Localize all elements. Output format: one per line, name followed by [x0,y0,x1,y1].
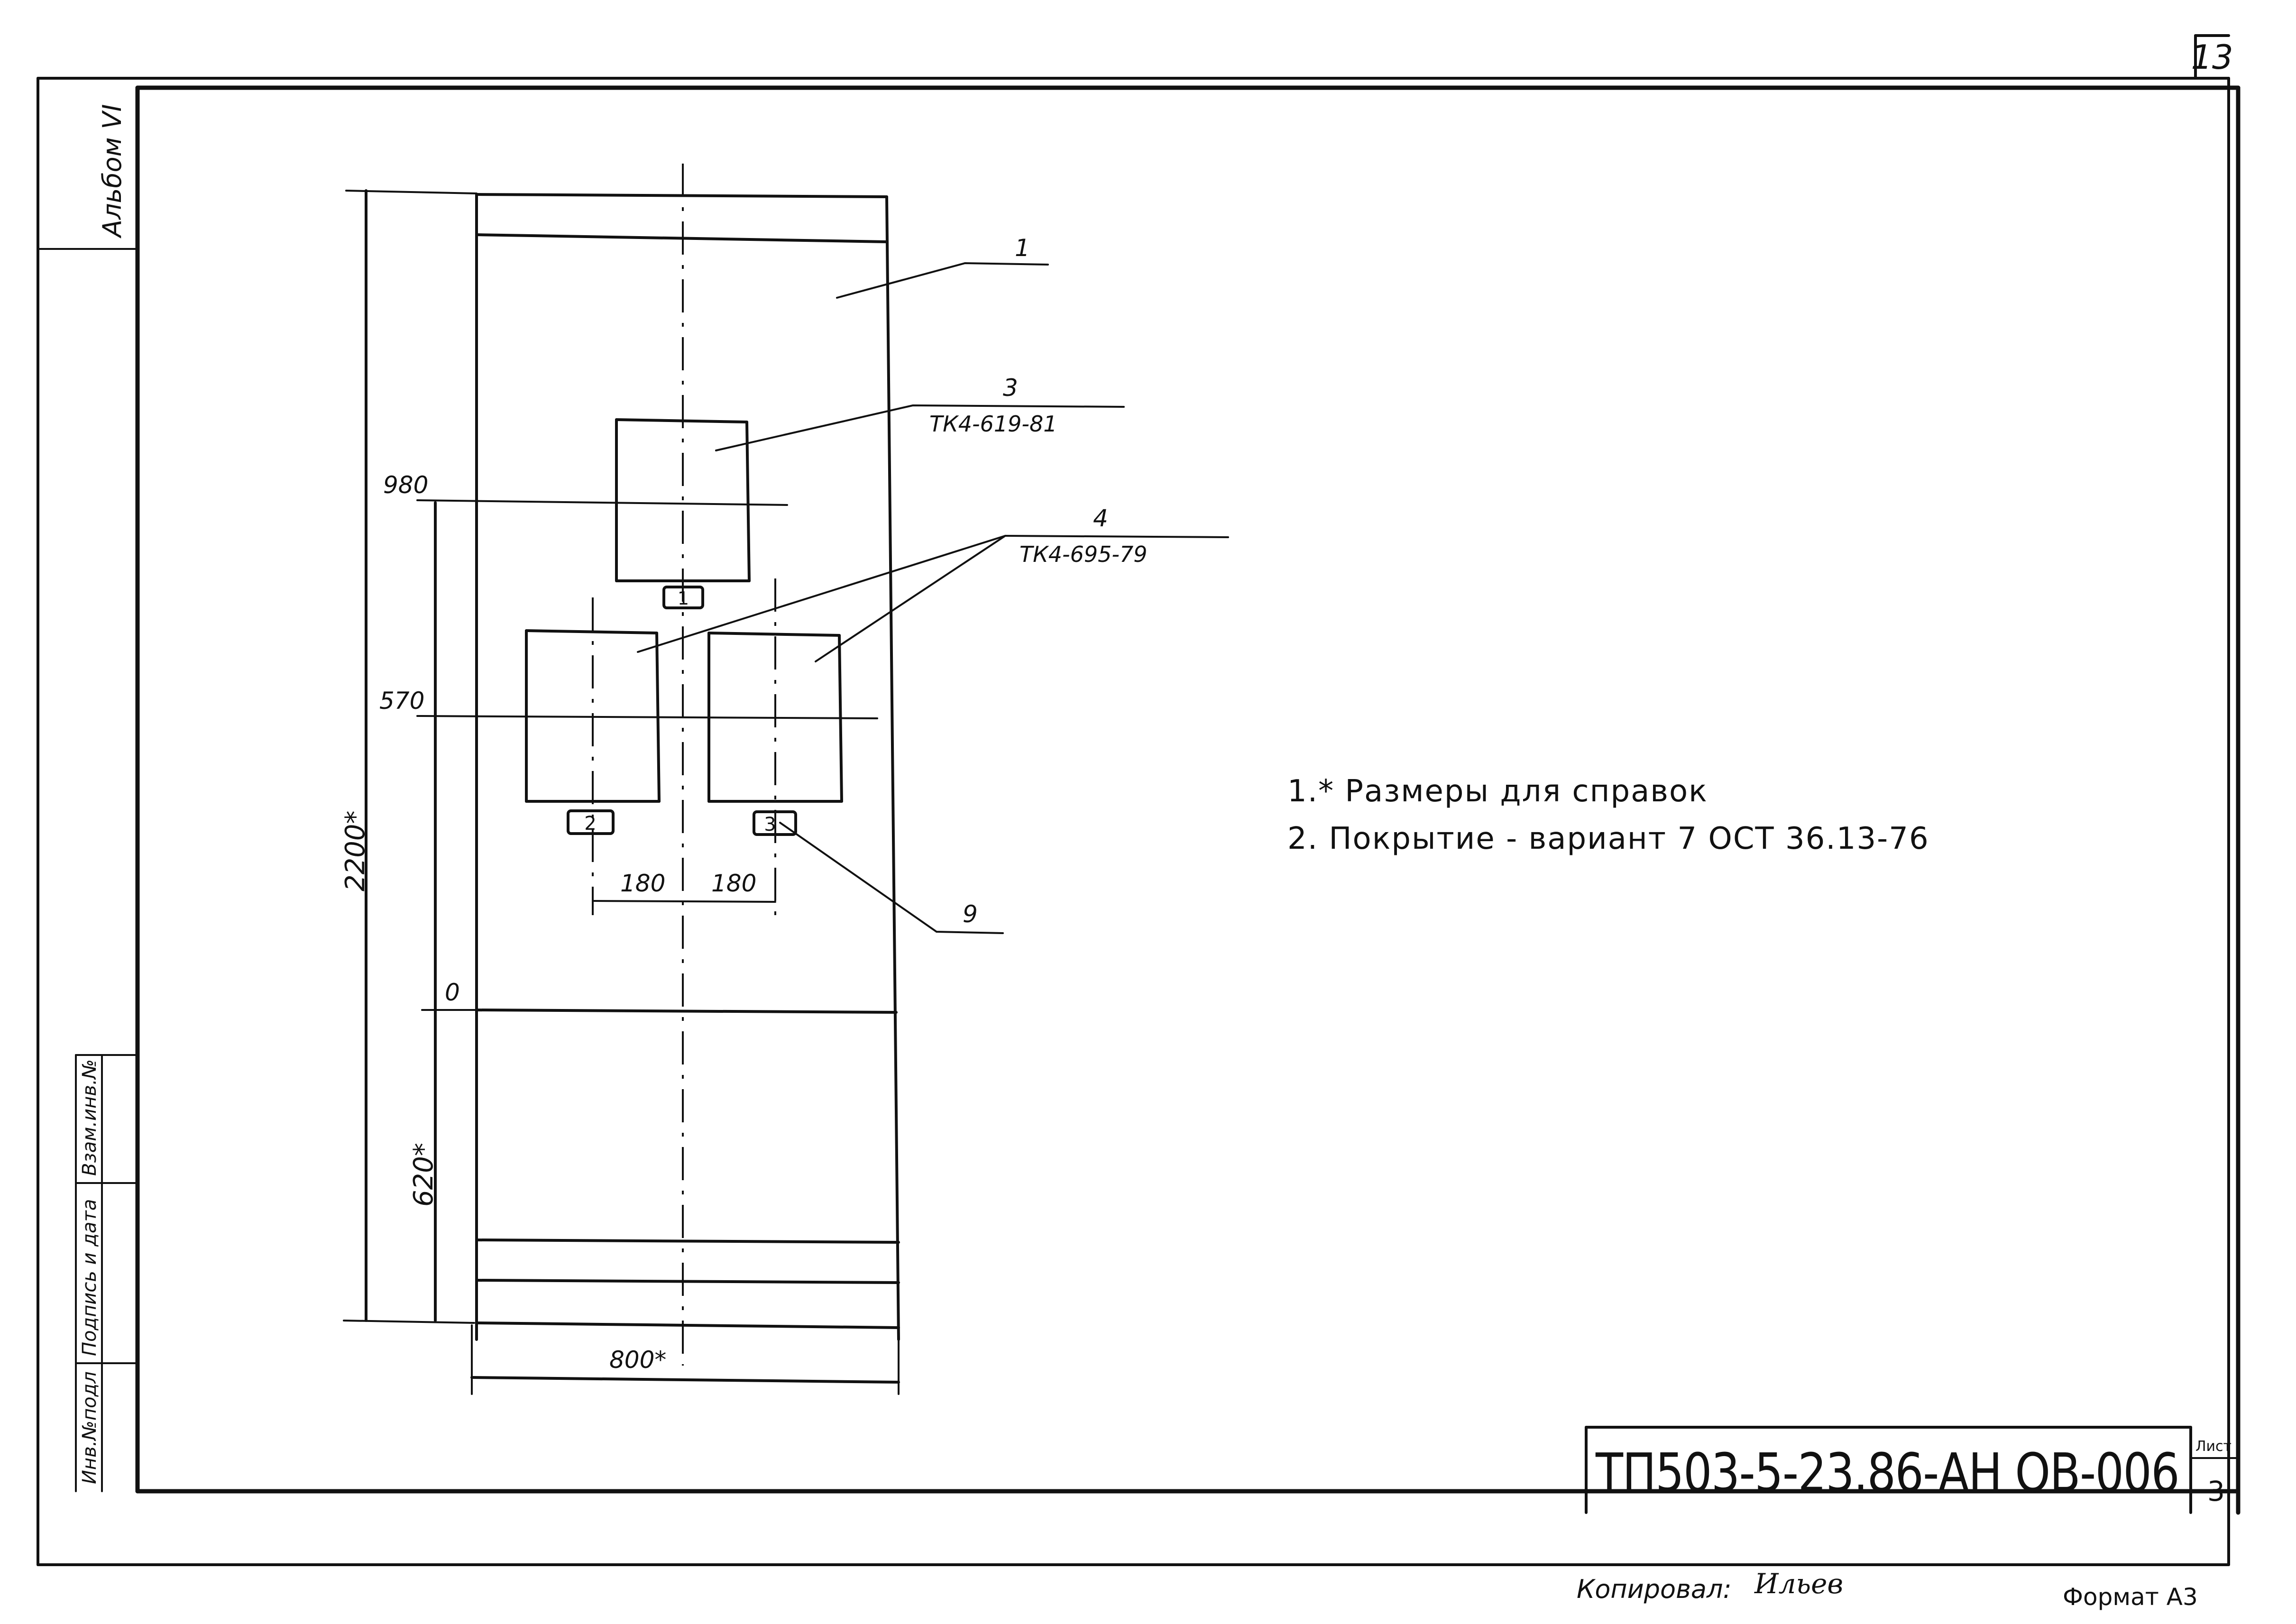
doc-code: ТП503-5-23.86-АН ОВ-006 [1595,1442,2179,1504]
dimension-overall-height: 2200* [340,189,478,1324]
album-label: Альбом VI [97,104,127,239]
sheet-number: 3 [2207,1475,2225,1507]
side-stamp-replace: Взам.инв.№ [79,1059,101,1176]
level-980-label: 980 [383,471,428,499]
cabinet-body [475,193,900,1341]
title-block: ТП503-5-23.86-АН ОВ-006 Лист 3 [1585,1426,2239,1514]
callout-9: 9 [779,822,1004,934]
dim-620: 620* [408,1143,439,1207]
svg-text:ТК4-695-79: ТК4-695-79 [1019,541,1148,567]
level-570: 570 [379,687,878,719]
note-2: 2. Покрытие - вариант 7 ОСТ 36.13-76 [1287,821,1929,856]
svg-text:4: 4 [1093,505,1108,532]
side-stamp-signature: Подпись и дата [79,1199,101,1356]
drawing-frame [135,85,2241,1515]
level-0-label: 0 [445,979,460,1006]
marker-1: 1 [662,586,704,609]
callout-3: 3 ТК4-619-81 [715,374,1125,451]
dim-180-left: 180 [620,870,665,897]
format-label: Формат А3 [2063,1583,2198,1611]
marker-3: 3 [753,810,797,836]
page-number: 13 [2191,38,2233,77]
dimension-spacing: 180 180 [592,870,776,903]
dim-2200: 2200* [340,810,371,891]
svg-text:1: 1 [678,588,689,609]
device-3 [615,418,751,582]
callout-1: 1 [836,234,1049,299]
dim-180-right: 180 [711,870,756,897]
side-stamp-inv: Инв.№подл [79,1371,101,1484]
svg-text:3: 3 [764,814,776,835]
svg-text:9: 9 [963,900,978,928]
note-1: 1.* Размеры для справок [1287,774,1708,809]
svg-text:1: 1 [1015,234,1030,262]
sheet-label: Лист [2195,1438,2232,1455]
svg-text:3: 3 [1003,374,1018,402]
marker-2: 2 [567,809,615,835]
dimension-620: 620* [408,501,478,1322]
copied-by-label: Копировал: [1577,1574,1732,1604]
svg-text:2: 2 [584,813,596,835]
copied-by-signature: Ильев [1754,1568,1843,1600]
level-570-label: 570 [379,687,424,715]
svg-text:ТК4-619-81: ТК4-619-81 [929,411,1057,437]
level-980: 980 [383,471,788,506]
dim-800: 800* [609,1346,666,1374]
callout-4: 4 ТК4-695-79 [637,505,1229,662]
side-stamp: Инв.№подл Подпись и дата Взам.инв.№ [75,1054,138,1492]
dimension-width: 800* [470,1324,900,1395]
